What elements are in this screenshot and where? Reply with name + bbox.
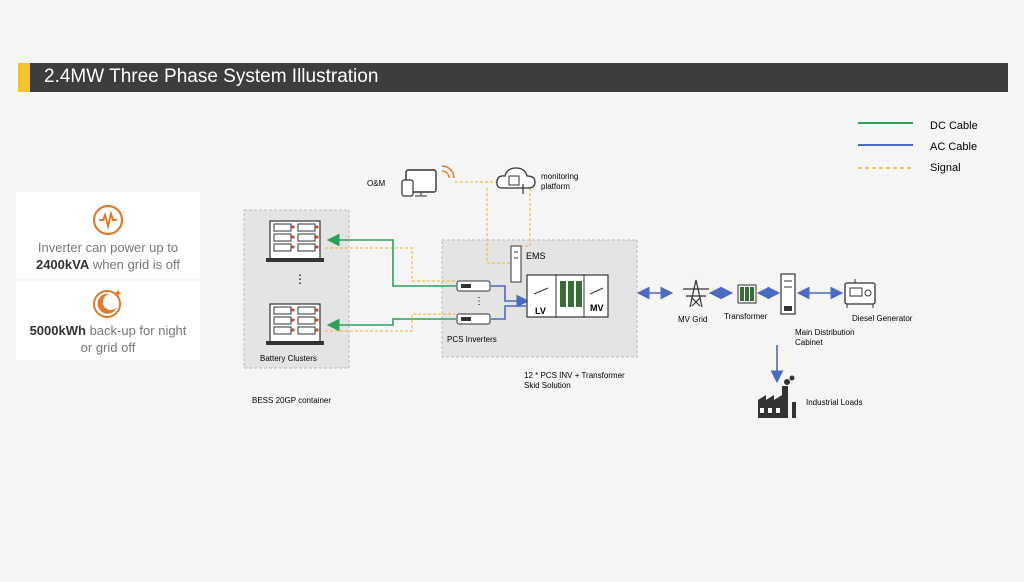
battery-clusters-label: Battery Clusters: [260, 354, 317, 363]
mv-grid-label: MV Grid: [678, 315, 707, 324]
transformer-label: Transformer: [724, 312, 768, 321]
page-title: 2.4MW Three Phase System Illustration: [44, 66, 379, 87]
factory-icon: [758, 375, 796, 418]
bess-label: BESS 20GP container: [252, 396, 331, 405]
info-card-inverter: Inverter can power up to 2400kVA when gr…: [16, 192, 200, 278]
pcs-inverters-label: PCS Inverters: [447, 335, 497, 344]
power-waveform-icon: [92, 204, 124, 236]
ems-label: EMS: [526, 251, 546, 261]
card-inverter-value: 2400kVA: [35, 257, 90, 272]
mdc-label-2: Cabinet: [795, 338, 823, 347]
om-devices-icon: [401, 165, 455, 197]
industrial-label: Industrial Loads: [806, 398, 862, 407]
diesel-label: Diesel Generator: [852, 314, 913, 323]
card-backup-rest: back-up for night: [85, 323, 187, 338]
legend-signal: Signal: [930, 162, 961, 174]
skid-label-2: Skid Solution: [524, 381, 571, 390]
diesel-generator-icon: [844, 279, 876, 308]
transformer-icon: [737, 284, 757, 304]
title-accent: [18, 63, 30, 92]
card-backup-value: 5000kWh: [29, 323, 86, 338]
mv-label: MV: [590, 303, 604, 313]
card-inverter-line1: Inverter can power up to: [37, 240, 179, 255]
battery-rack-icon: [266, 303, 324, 345]
legend-dc: DC Cable: [930, 120, 978, 132]
moon-night-icon: [93, 289, 122, 318]
dc-cables: [326, 233, 456, 332]
cloud-monitoring-icon: [496, 167, 536, 194]
pcs-inverter-icon: [456, 280, 491, 292]
skid-label-1: 12 * PCS INV + Transformer: [524, 371, 625, 380]
mdc-label-1: Main Distribution: [795, 328, 855, 337]
distribution-cabinet-icon: [780, 273, 796, 315]
ac-cables: [491, 285, 844, 384]
ems-cabinet-icon: [510, 245, 522, 283]
om-label: O&M: [367, 179, 386, 188]
monitoring-label-1: monitoring: [541, 172, 578, 181]
card-inverter-rest: when grid is off: [89, 257, 181, 272]
card-backup-line2: or grid off: [80, 340, 136, 355]
lv-mv-skid-icon: [526, 274, 609, 318]
battery-rack-icon: [266, 220, 324, 262]
legend: DC Cable AC Cable Signal: [858, 120, 978, 174]
monitoring-label-2: platform: [541, 182, 570, 191]
pcs-inverter-icon: [456, 313, 491, 325]
legend-ac: AC Cable: [930, 141, 977, 153]
pcs-ellipsis: ⋮: [474, 296, 484, 307]
battery-ellipsis: ⋮: [294, 272, 306, 286]
signal-lines: [325, 181, 531, 332]
title-bar: 2.4MW Three Phase System Illustration: [18, 63, 1008, 92]
info-card-backup: 5000kWh back-up for night or grid off: [16, 281, 200, 360]
mv-grid-tower-icon: [683, 279, 709, 308]
lv-label: LV: [535, 306, 546, 316]
